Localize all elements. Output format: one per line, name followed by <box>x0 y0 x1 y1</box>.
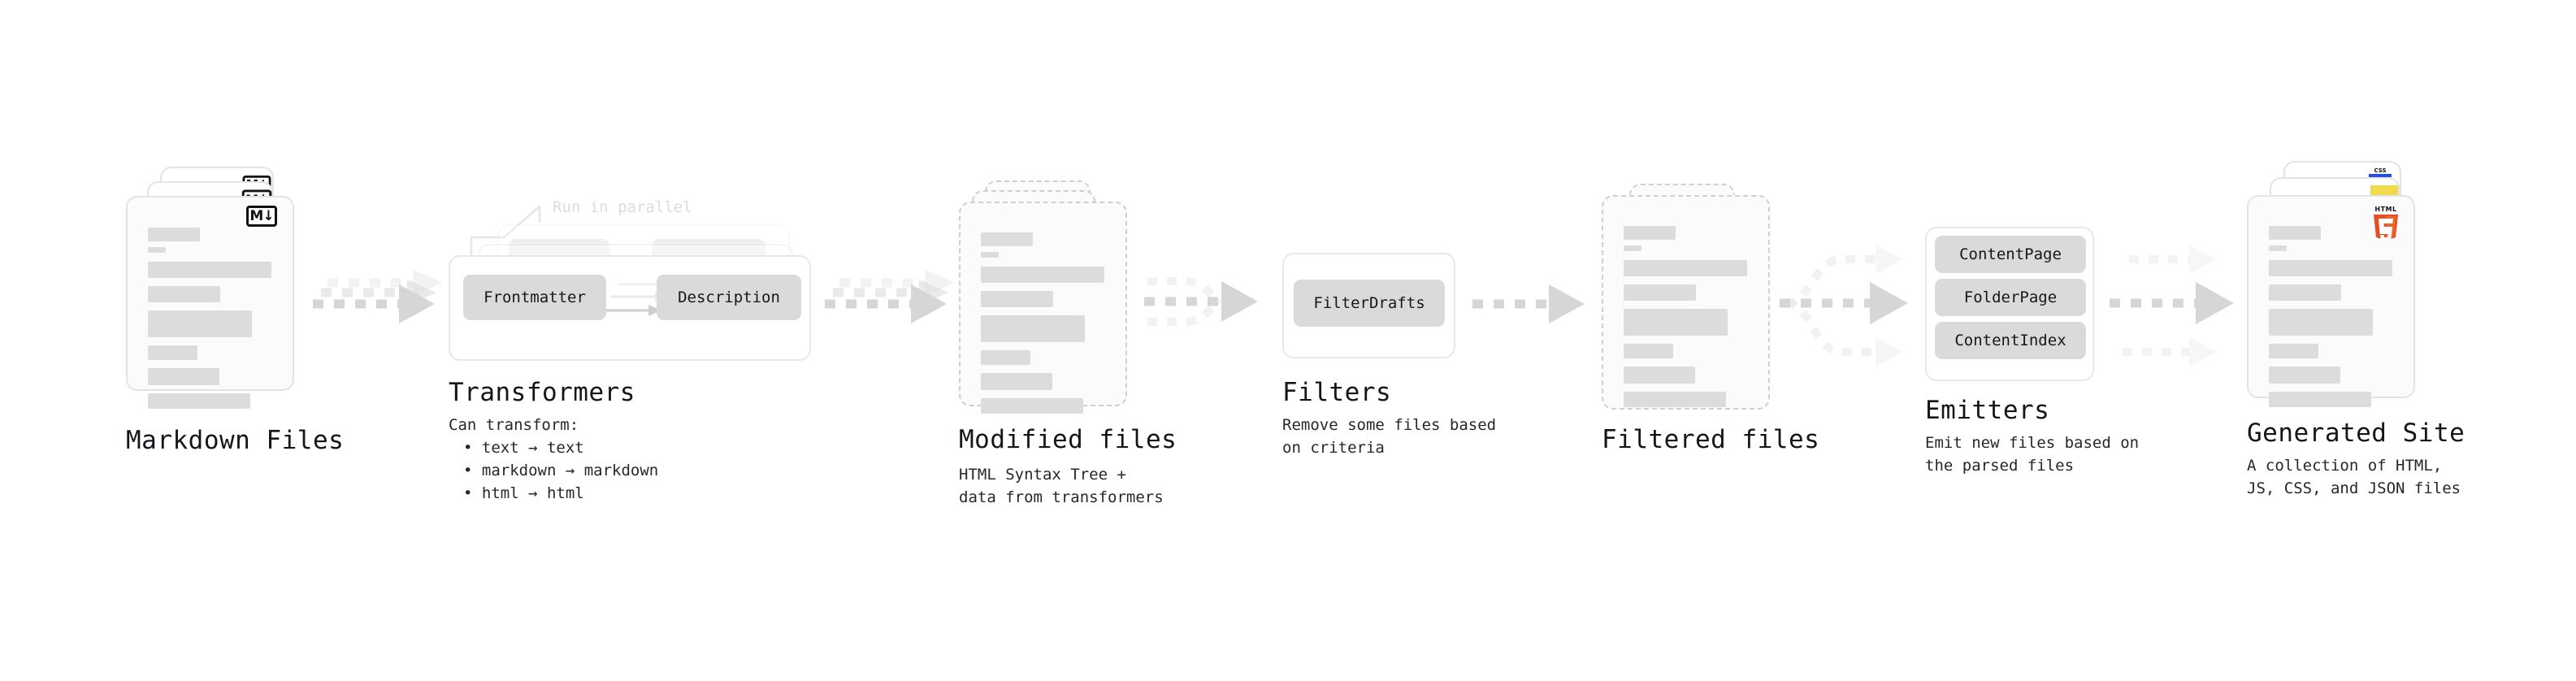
mod-line-3 <box>981 267 1104 283</box>
emitters-title: Emitters <box>1925 396 2050 425</box>
site-line-5 <box>2269 309 2373 336</box>
filt-line-4 <box>1624 284 1696 301</box>
site-line-2 <box>2269 245 2287 251</box>
markdown-files-title: Markdown Files <box>126 426 345 455</box>
transformers-bullet-0-label: text → text <box>481 439 584 457</box>
md-line-5 <box>148 310 252 337</box>
arrow-transformers-to-modified <box>825 270 955 323</box>
mod-line-2 <box>981 252 999 258</box>
mod-line-7 <box>981 373 1052 390</box>
filt-line-1 <box>1624 226 1676 240</box>
mod-line-6 <box>981 350 1030 365</box>
arrow-emitters-to-site <box>2110 245 2234 367</box>
filter-pill-filterdrafts[interactable]: FilterDrafts <box>1294 280 1445 327</box>
site-line-1 <box>2269 226 2321 240</box>
modified-files-subtitle: HTML Syntax Tree + data from transformer… <box>959 466 1164 506</box>
transformers-bullet-2: • html → html <box>463 484 584 502</box>
transformers-title: Transformers <box>449 378 635 407</box>
modified-files-stack <box>959 180 1146 414</box>
filt-line-8 <box>1624 392 1726 407</box>
emitter-pill-contentindex[interactable]: ContentIndex <box>1935 322 2086 359</box>
arrow-filtered-to-emitters <box>1780 245 1908 367</box>
generated-site-stack: CSS HTML <box>2247 161 2450 407</box>
filt-line-6 <box>1624 344 1673 358</box>
emitter-pill-contentpage[interactable]: ContentPage <box>1935 236 2086 273</box>
site-line-4 <box>2269 284 2341 301</box>
css3-icon: CSS <box>2369 167 2392 177</box>
mod-line-1 <box>981 232 1033 246</box>
svg-text:HTML: HTML <box>2374 206 2396 213</box>
generated-site-subtitle: A collection of HTML, JS, CSS, and JSON … <box>2247 457 2461 497</box>
filters-subtitle: Remove some files based on criteria <box>1282 416 1497 457</box>
transformers-stack: Frontmatter Description <box>449 224 830 362</box>
filtered-files-stack <box>1602 184 1789 411</box>
site-line-8 <box>2269 392 2371 407</box>
transformer-pill-description[interactable]: Description <box>657 275 801 320</box>
filtered-files-title: Filtered files <box>1602 425 1820 454</box>
filt-line-2 <box>1624 245 1641 251</box>
arrow-markdown-to-transformers <box>313 270 443 323</box>
transformers-bullet-1: • markdown → markdown <box>463 462 659 479</box>
mod-line-8 <box>981 398 1083 414</box>
md-line-7 <box>148 368 219 385</box>
transformer-pill-frontmatter[interactable]: Frontmatter <box>463 275 606 320</box>
emitters-subtitle: Emit new files based on the parsed files <box>1925 434 2140 475</box>
arrow-filters-to-filtered <box>1472 284 1585 323</box>
transformers-bullet-1-label: markdown → markdown <box>481 462 659 479</box>
mod-line-5 <box>981 315 1085 342</box>
md-line-4 <box>148 286 220 302</box>
css-badge-bar <box>2369 174 2392 177</box>
html5-icon: HTML <box>2374 206 2398 241</box>
site-line-3 <box>2269 260 2392 276</box>
md-line-1 <box>148 228 200 241</box>
filt-line-7 <box>1624 367 1695 384</box>
transformers-bullet-2-label: html → html <box>481 484 584 502</box>
arrow-modified-to-filters <box>1144 277 1258 326</box>
markdown-badge-front: M↓ <box>246 206 277 227</box>
md-line-2 <box>148 247 166 253</box>
filt-line-3 <box>1624 260 1747 276</box>
generated-site-title: Generated Site <box>2247 419 2465 448</box>
md-line-6 <box>148 345 197 360</box>
md-line-3 <box>148 262 271 278</box>
mod-line-4 <box>981 291 1053 307</box>
filt-line-5 <box>1624 309 1728 336</box>
emitter-pill-folderpage[interactable]: FolderPage <box>1935 279 2086 316</box>
site-line-7 <box>2269 367 2340 384</box>
run-in-parallel-label: Run in parallel <box>553 198 692 216</box>
site-line-6 <box>2269 344 2318 358</box>
css-badge-label: CSS <box>2374 167 2387 174</box>
markdown-files-stack: M↓ M↓ M↓ <box>126 167 313 409</box>
run-in-parallel-leader <box>470 205 541 260</box>
transformers-subtitle: Can transform: <box>449 416 579 434</box>
transformers-bullet-0: • text → text <box>463 439 584 457</box>
modified-files-title: Modified files <box>959 425 1177 454</box>
md-line-8 <box>148 393 250 409</box>
filters-title: Filters <box>1282 378 1392 407</box>
